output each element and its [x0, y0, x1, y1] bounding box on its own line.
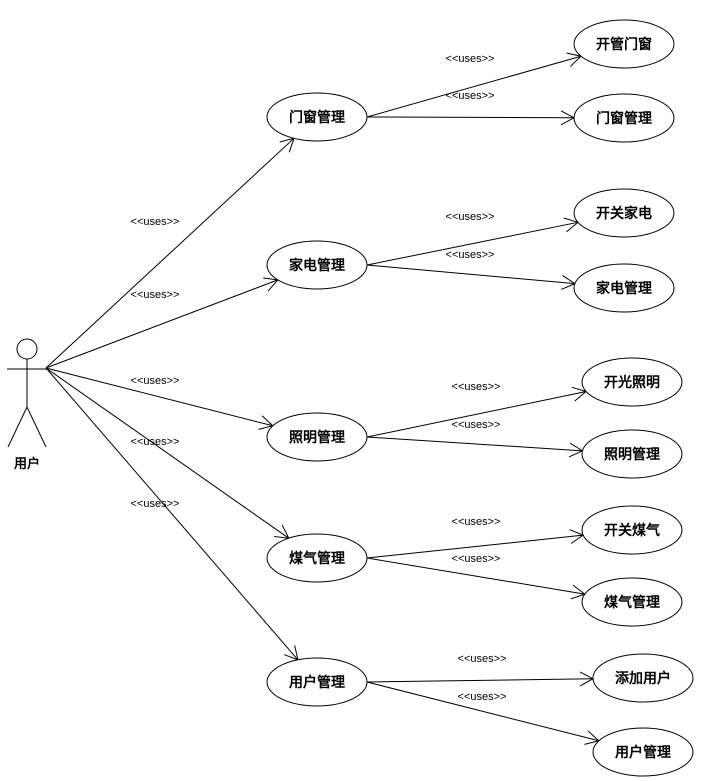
edge-actor-to-group-4: <<uses>>: [45, 367, 299, 661]
usecase-group-1-child-1-label: 家电管理: [596, 280, 652, 297]
usecase-group-2[interactable]: 照明管理: [266, 412, 368, 462]
usecase-group-2-child-1[interactable]: 照明管理: [581, 429, 683, 479]
edge-group-0-to-child-0: <<uses>>: [366, 52, 582, 118]
usecase-group-4-child-1[interactable]: 用户管理: [592, 727, 694, 777]
usecase-group-2-child-0[interactable]: 开光照明: [581, 357, 683, 407]
edge-group-0-to-child-1-line: [366, 116, 575, 119]
edge-group-3-to-child-0: <<uses>>: [366, 516, 585, 559]
edge-group-2-to-child-1-stereotype: <<uses>>: [452, 419, 501, 431]
usecase-group-4-child-0-shape: [592, 653, 694, 703]
edge-group-3-to-child-1-line: [366, 557, 585, 595]
edges-layer: <<uses>> <<uses>> <<uses>> <<uses>> <<uses>>…: [45, 52, 600, 745]
usecase-group-1-child-0-shape: [573, 188, 675, 238]
usecase-group-4-label: 用户管理: [289, 674, 345, 691]
edge-actor-to-group-0-stereotype: <<uses>>: [131, 216, 180, 228]
edge-group-1-to-child-0: <<uses>>: [366, 211, 579, 266]
usecase-group-0-child-0-shape: [573, 19, 675, 69]
edge-group-4-to-child-0-stereotype: <<uses>>: [458, 653, 507, 665]
edge-group-0-to-child-1-stereotype: <<uses>>: [446, 90, 495, 102]
usecase-group-4-child-1-shape: [592, 727, 694, 777]
usecase-group-4-child-1-label: 用户管理: [615, 744, 671, 761]
usecase-group-3-child-0-label: 开关煤气: [604, 522, 660, 539]
edge-group-2-to-child-1: <<uses>>: [366, 419, 584, 458]
edge-actor-to-group-2-stereotype: <<uses>>: [131, 375, 180, 387]
edge-group-2-to-child-0-line: [366, 391, 587, 438]
usecase-group-0-label: 门窗管理: [289, 109, 345, 126]
usecase-group-3-child-0-shape: [581, 505, 683, 555]
edge-group-2-to-child-1-line: [366, 436, 583, 452]
usecase-group-1-label: 家电管理: [289, 257, 345, 274]
edge-actor-to-group-3: <<uses>>: [45, 367, 290, 539]
usecase-group-4-child-0[interactable]: 添加用户: [592, 653, 694, 703]
edge-group-0-to-child-1: <<uses>>: [366, 90, 576, 126]
actor-head: [16, 338, 38, 360]
edge-actor-to-group-2: <<uses>>: [45, 367, 274, 430]
edge-group-2-to-child-0-stereotype: <<uses>>: [452, 381, 501, 393]
usecase-group-3-child-1[interactable]: 煤气管理: [581, 577, 683, 627]
edge-actor-to-group-1-line: [45, 279, 278, 369]
edge-group-1-to-child-0-line: [366, 221, 579, 266]
actor-left-leg: [7, 406, 28, 448]
edge-actor-to-group-3-stereotype: <<uses>>: [131, 436, 180, 448]
usecase-group-2-child-1-shape: [581, 429, 683, 479]
usecase-group-4-shape: [266, 657, 368, 707]
edge-group-0-to-child-0-line: [366, 55, 582, 118]
usecase-group-3[interactable]: 煤气管理: [266, 533, 368, 583]
usecase-group-1-shape: [266, 240, 368, 290]
edge-group-1-to-child-0-stereotype: <<uses>>: [446, 211, 495, 223]
usecase-group-3-label: 煤气管理: [289, 550, 345, 567]
usecase-group-4-child-0-label: 添加用户: [615, 670, 671, 687]
edge-group-1-to-child-1-stereotype: <<uses>>: [446, 249, 495, 261]
edge-group-0-to-child-0-stereotype: <<uses>>: [446, 53, 495, 65]
usecase-group-2-label: 照明管理: [289, 429, 345, 446]
actor-user: 用户: [7, 338, 47, 472]
edge-group-3-to-child-0-stereotype: <<uses>>: [452, 516, 501, 528]
edge-group-1-to-child-1: <<uses>>: [366, 249, 576, 290]
edge-group-4-to-child-0-line: [366, 678, 594, 683]
usecase-group-0-child-1-shape: [573, 93, 675, 143]
edge-actor-to-group-1: <<uses>>: [45, 277, 279, 369]
edge-actor-to-group-1-stereotype: <<uses>>: [131, 289, 180, 301]
edge-group-4-to-child-1-stereotype: <<uses>>: [458, 691, 507, 703]
usecase-group-1[interactable]: 家电管理: [266, 240, 368, 290]
edge-group-2-to-child-0: <<uses>>: [366, 381, 588, 438]
edge-group-3-to-child-1-stereotype: <<uses>>: [452, 553, 501, 565]
usecase-group-0-shape: [266, 92, 368, 142]
usecase-group-3-shape: [266, 533, 368, 583]
edge-actor-to-group-4-stereotype: <<uses>>: [131, 498, 180, 510]
actor-label: 用户: [13, 456, 40, 472]
usecase-group-0[interactable]: 门窗管理: [266, 92, 368, 142]
edge-actor-to-group-2-line: [45, 367, 273, 427]
actor-right-leg: [26, 406, 47, 448]
edge-actor-to-group-0: <<uses>>: [45, 137, 295, 369]
usecase-group-0-child-1[interactable]: 门窗管理: [573, 93, 675, 143]
edge-group-1-to-child-1-line: [366, 264, 575, 285]
edge-actor-to-group-4-line: [45, 367, 299, 661]
usecase-group-0-child-1-label: 门窗管理: [596, 110, 652, 127]
edge-group-4-to-child-1: <<uses>>: [366, 681, 600, 745]
edge-actor-to-group-0-line: [45, 137, 295, 369]
usecase-group-3-child-0[interactable]: 开关煤气: [581, 505, 683, 555]
usecase-group-1-child-0[interactable]: 开关家电: [573, 188, 675, 238]
edge-group-4-to-child-0: <<uses>>: [366, 653, 595, 687]
usecase-group-3-child-1-shape: [581, 577, 683, 627]
usecase-group-4[interactable]: 用户管理: [266, 657, 368, 707]
usecase-group-2-child-1-label: 照明管理: [604, 446, 660, 463]
usecase-group-0-child-0-label: 开管门窗: [596, 36, 652, 53]
usecase-group-2-shape: [266, 412, 368, 462]
usecase-group-2-child-0-label: 开光照明: [604, 374, 660, 391]
usecase-group-3-child-1-label: 煤气管理: [604, 594, 660, 611]
edge-group-3-to-child-1: <<uses>>: [366, 553, 586, 600]
edge-group-4-to-child-1-line: [366, 681, 599, 742]
edge-group-3-to-child-0-line: [366, 534, 584, 559]
usecase-group-1-child-1[interactable]: 家电管理: [573, 263, 675, 313]
usecase-group-1-child-0-label: 开关家电: [596, 205, 652, 222]
usecase-group-2-child-0-shape: [581, 357, 683, 407]
usecase-group-1-child-1-shape: [573, 263, 675, 313]
usecase-group-0-child-0[interactable]: 开管门窗: [573, 19, 675, 69]
edge-actor-to-group-3-line: [45, 367, 290, 539]
